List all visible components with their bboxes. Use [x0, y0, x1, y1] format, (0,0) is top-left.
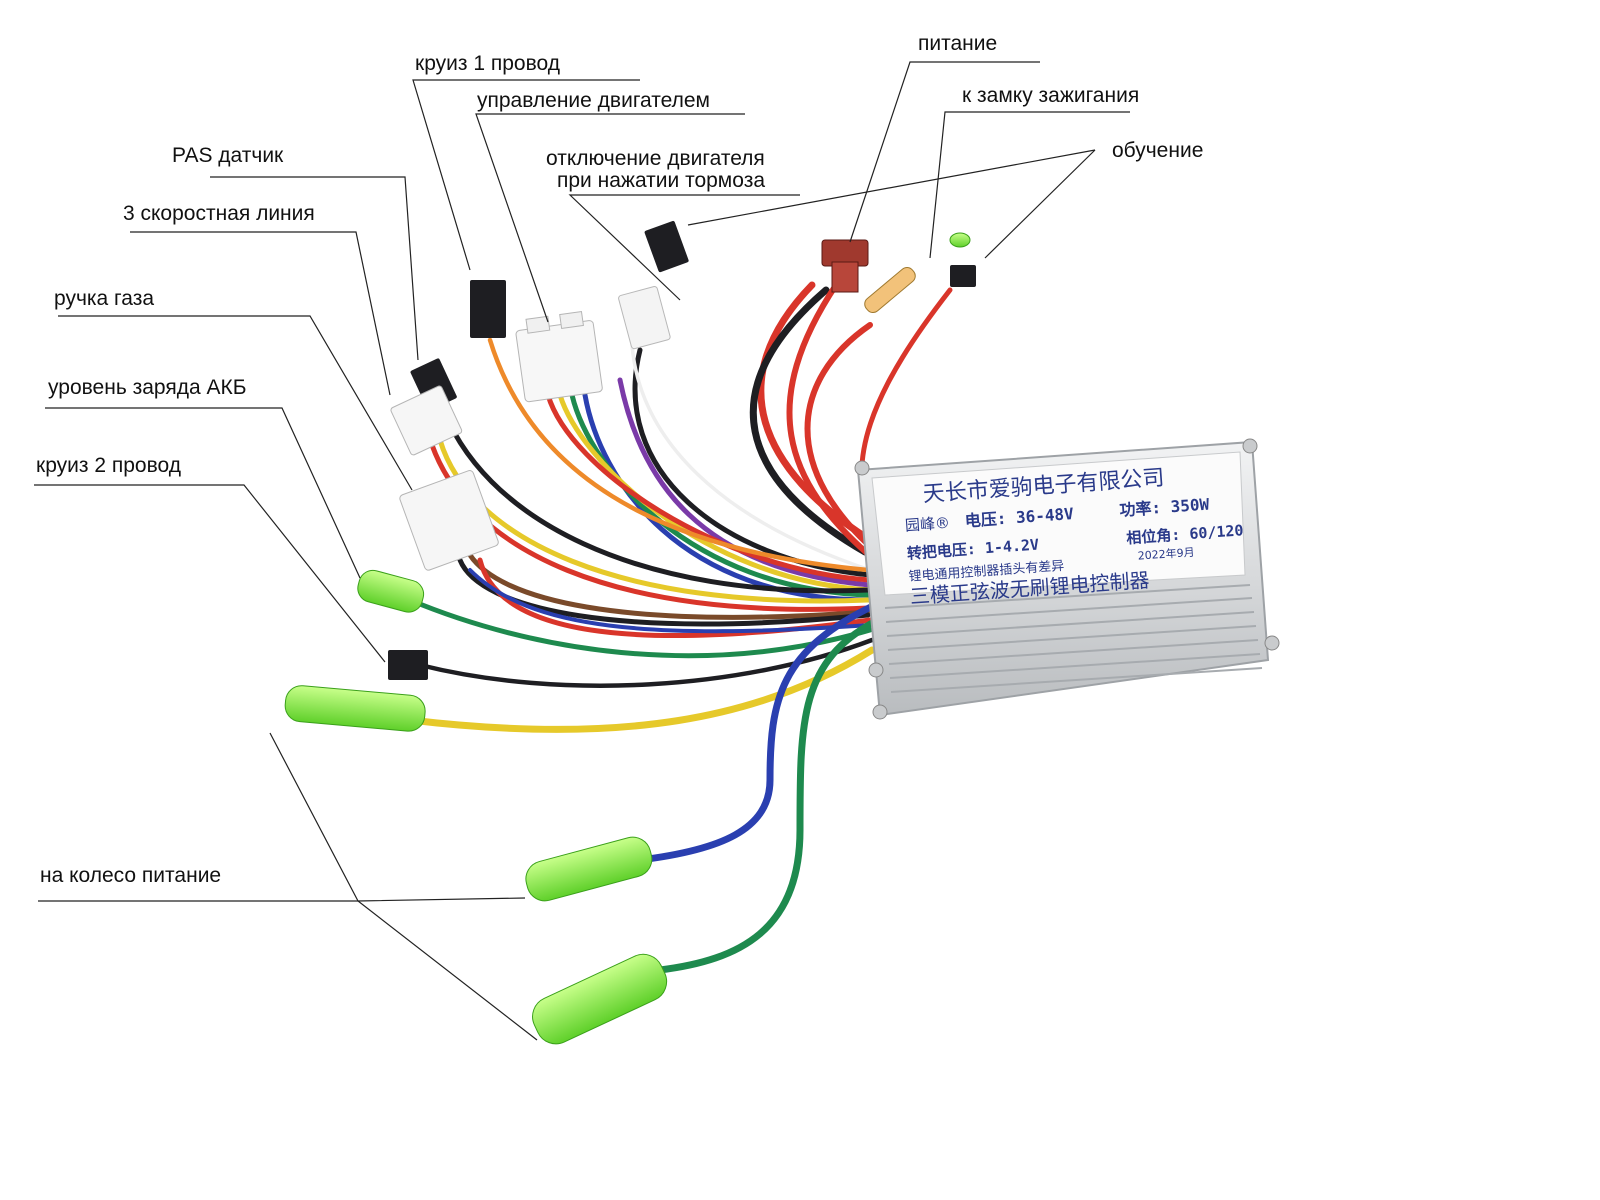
- ignition-bullet-connector: [864, 266, 916, 314]
- label-throttle: ручка газа: [54, 287, 154, 310]
- phase-green-green-connector: [532, 953, 668, 1045]
- power-t-connector: [821, 239, 869, 293]
- mount-screw-3: [1264, 635, 1280, 651]
- label-pas: PAS датчик: [172, 144, 284, 167]
- leader-learning-2: [984, 149, 1096, 259]
- phase-wire-green: [656, 616, 882, 974]
- cooling-fins: [884, 584, 1263, 693]
- leader-throttle: [58, 315, 413, 491]
- controller-box: 天长市爱驹电子有限公司 园峰® 电压: 36-48V 功率: 350W 转把电压…: [854, 438, 1280, 720]
- black-power-wire: [749, 286, 869, 556]
- phase-blue-green-connector: [525, 836, 653, 902]
- motor-wire-purple: [617, 377, 873, 588]
- label-learning: обучение: [1112, 139, 1203, 162]
- brake-wire-white: [630, 343, 872, 572]
- learning-connector-1: [949, 232, 971, 248]
- mount-screw-1: [854, 460, 870, 476]
- label-brake-cutoff-line2: при нажатии тормоза: [557, 169, 765, 192]
- cruise1-black-connector: [470, 280, 506, 338]
- label-wheel-power: на колесо питание: [40, 864, 221, 887]
- speed3-white-connector: [390, 385, 463, 456]
- battery-level-wire-green: [407, 597, 873, 659]
- leader-power: [849, 61, 1040, 243]
- leader-ignition: [929, 111, 1130, 259]
- labels: круиз 1 провод управление двигателем отк…: [36, 32, 1203, 887]
- cruise1-wire-orange: [487, 337, 871, 573]
- throttle-wire-blue: [468, 568, 872, 634]
- red-power-wire-2: [786, 282, 878, 563]
- leader-speed3: [130, 231, 391, 396]
- motor-wire-blue: [582, 392, 873, 603]
- label-cruise1: круиз 1 провод: [415, 52, 560, 75]
- controller-date-text: 2022年9月: [1137, 545, 1195, 563]
- pas-wire-black: [437, 397, 871, 594]
- learning-connector-2: [950, 265, 976, 287]
- label-power: питание: [918, 32, 997, 55]
- red-ignition-wire: [804, 322, 883, 558]
- motor-control-white-connector: [515, 310, 603, 403]
- leader-motor-control: [475, 113, 745, 323]
- mount-screw-2: [1242, 438, 1258, 454]
- label-speed3: 3 скоростная линия: [123, 202, 315, 225]
- mount-screw-5: [868, 662, 884, 678]
- controller-label-panel: [871, 451, 1246, 596]
- leader-cruise1: [412, 79, 640, 271]
- wires: [406, 281, 953, 974]
- brake-white-connector: [618, 286, 671, 350]
- leader-battery-level: [45, 407, 361, 579]
- phase-yellow-green-connector: [284, 685, 426, 732]
- leader-brake-cutoff: [568, 194, 800, 301]
- phase-wire-yellow: [406, 646, 876, 733]
- label-motor-control: управление двигателем: [477, 89, 710, 112]
- phase-wire-blue: [636, 601, 879, 864]
- leader-cruise2: [34, 484, 386, 663]
- leader-learning-1: [687, 149, 1096, 226]
- motor-wire-red: [545, 392, 873, 583]
- label-cruise2: круиз 2 провод: [36, 454, 181, 477]
- cruise2-wire-black: [417, 637, 875, 688]
- leader-lines: [34, 61, 1130, 1041]
- label-battery-level: уровень заряда АКБ: [48, 376, 247, 399]
- controller-brand-text: 园峰®: [904, 514, 950, 535]
- mount-screw-4: [872, 704, 888, 720]
- leader-wheel-power-2: [269, 732, 538, 1041]
- label-brake-cutoff-line1: отключение двигателя: [546, 147, 765, 170]
- cruise2-black-connector: [388, 650, 428, 680]
- leader-wheel-power: [38, 897, 526, 902]
- brake-black-connector: [644, 220, 689, 273]
- throttle-wire-black: [457, 557, 871, 627]
- connectors: [284, 220, 976, 1045]
- battery-level-green-cap: [357, 569, 425, 613]
- leader-pas: [210, 176, 419, 361]
- label-ignition: к замку зажигания: [962, 84, 1139, 107]
- brake-wire-black: [632, 347, 873, 578]
- throttle-wire-brown: [467, 552, 871, 620]
- throttle-white-connector: [399, 470, 499, 571]
